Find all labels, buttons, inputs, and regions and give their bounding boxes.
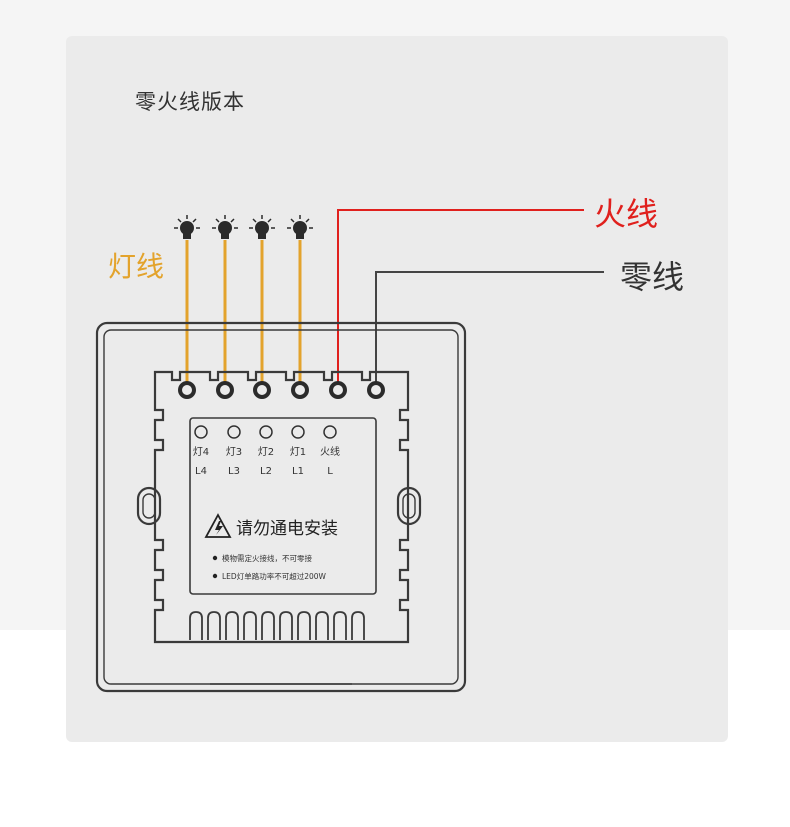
bulb-icon xyxy=(212,215,238,239)
warning-icon xyxy=(204,513,232,538)
terminal-label-bottom: L4 xyxy=(195,466,207,477)
diagram-card xyxy=(66,36,728,742)
lamp-wire-label: 灯线 xyxy=(108,250,164,283)
terminal-screws xyxy=(178,381,385,399)
bulb-icons xyxy=(174,215,313,239)
warning-note: LED灯单路功率不可超过200W xyxy=(222,571,327,581)
terminal-screw-l2 xyxy=(253,381,271,399)
neutral-wire-line xyxy=(375,271,604,386)
terminal-labels: 灯4 灯3 灯2 灯1 火线 L4 L3 L2 L1 L xyxy=(193,445,340,477)
bulb-icon xyxy=(249,215,275,239)
warning-heading: 请勿通电安装 xyxy=(236,519,338,539)
terminal-holes xyxy=(194,425,337,439)
live-wire-label: 火线 xyxy=(594,195,658,233)
bulb-icon xyxy=(287,215,313,239)
lamp-wires xyxy=(185,240,302,386)
mount-slot-left-inner xyxy=(142,493,156,519)
warning-note: 模物需定火接线，不可零接 xyxy=(222,553,312,563)
terminal-label-top: 火线 xyxy=(320,445,340,458)
switch-outer-frame xyxy=(95,321,467,693)
terminal-screw-l4 xyxy=(178,381,196,399)
bullet-icon xyxy=(212,573,218,579)
switch-housing xyxy=(153,370,410,644)
label-panel xyxy=(189,417,377,595)
mount-slot-left xyxy=(136,486,162,526)
terminal-screw-l3 xyxy=(216,381,234,399)
switch-inner-frame xyxy=(103,329,459,685)
terminal-label-top: 灯4 xyxy=(193,446,209,458)
terminal-screw-l1 xyxy=(291,381,309,399)
terminal-screw-neutral xyxy=(367,381,385,399)
bullet-icon xyxy=(212,555,218,561)
switch-body xyxy=(95,321,467,693)
terminal-label-top: 灯3 xyxy=(226,446,242,458)
bulb-icon xyxy=(174,215,200,239)
card-title: 零火线版本 xyxy=(135,90,245,114)
terminal-label-bottom: L1 xyxy=(292,466,304,477)
terminal-label-bottom: L2 xyxy=(260,466,272,477)
terminal-label-top: 灯2 xyxy=(258,446,274,458)
bottom-comb xyxy=(189,611,365,640)
neutral-wire-label: 零线 xyxy=(620,258,684,296)
terminal-label-bottom: L xyxy=(327,466,333,477)
mount-slot-right-inner xyxy=(402,493,416,519)
terminal-screw-live xyxy=(329,381,347,399)
live-wire-line xyxy=(337,209,584,386)
mount-slot-right xyxy=(396,486,422,526)
terminal-label-bottom: L3 xyxy=(228,466,240,477)
terminal-label-top: 灯1 xyxy=(290,446,306,458)
